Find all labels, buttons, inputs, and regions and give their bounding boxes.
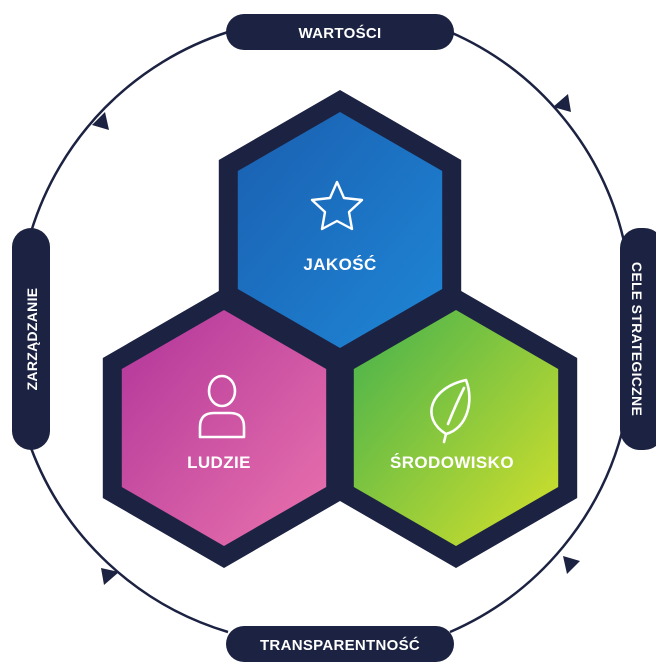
cycle-ring <box>29 30 627 634</box>
hex-left-fill <box>121 310 327 546</box>
hex-right-label: ŚRODOWISKO <box>390 453 514 472</box>
hex-top-fill <box>237 112 443 348</box>
cycle-arrows <box>92 94 580 585</box>
cycle-arc-bottom-right <box>449 419 627 634</box>
hex-top-label: JAKOŚĆ <box>303 255 376 274</box>
leaf-icon <box>430 378 471 444</box>
label-right-cele-strategiczne: CELE STRATEGICZNE <box>620 228 656 450</box>
arrow-bottom-left-icon <box>101 568 119 585</box>
label-top-wartosci: WARTOŚCI <box>226 14 454 50</box>
label-left-text: ZARZĄDZANIE <box>24 288 40 391</box>
cycle-arc-top-left <box>29 30 229 233</box>
label-top-text: WARTOŚCI <box>299 24 382 42</box>
label-bottom-text: TRANSPARENTNOŚĆ <box>260 636 420 654</box>
cycle-arc-bottom-left <box>29 447 229 634</box>
label-left-zarzadzanie: ZARZĄDZANIE <box>12 228 50 450</box>
arrow-top-right-icon <box>553 94 571 112</box>
label-bottom-transparentnosc: TRANSPARENTNOŚĆ <box>226 626 454 662</box>
star-icon <box>310 180 364 231</box>
arrow-left-icon <box>92 112 109 130</box>
cycle-arc-top-right <box>449 30 627 247</box>
arrow-right-icon <box>563 556 580 574</box>
label-right-text: CELE STRATEGICZNE <box>629 262 645 416</box>
hex-left-label: LUDZIE <box>187 453 251 472</box>
person-icon <box>198 374 246 439</box>
